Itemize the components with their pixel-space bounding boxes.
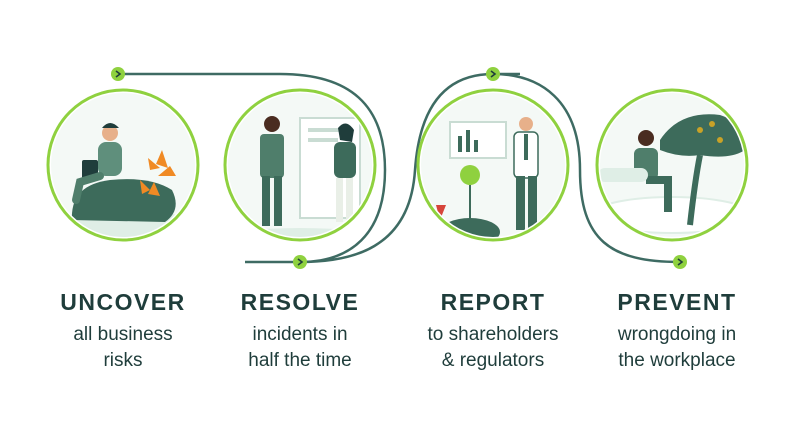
step-line-1: wrongdoing in	[617, 324, 737, 345]
connector-path	[118, 72, 681, 264]
step-description-prevent: wrongdoing in the workplace	[582, 322, 772, 374]
step-line-2: the workplace	[618, 350, 736, 371]
illustration-resolve	[223, 88, 377, 242]
step-line-1: to shareholders	[427, 324, 559, 345]
step-description-uncover: all business risks	[28, 322, 218, 374]
step-line-2: risks	[103, 350, 143, 371]
step-line-1: all business	[73, 324, 173, 345]
illustration-uncover	[46, 88, 200, 242]
step-line-2: & regulators	[441, 350, 545, 371]
illustration-prevent	[595, 88, 749, 242]
step-title-uncover: UNCOVER	[60, 289, 186, 315]
chevron-right-icon	[673, 255, 687, 269]
chevron-right-icon	[293, 255, 307, 269]
step-description-resolve: incidents in half the time	[205, 322, 395, 374]
illustration-report	[416, 88, 570, 242]
chevron-right-icon	[486, 67, 500, 81]
step-title-report: REPORT	[440, 289, 546, 315]
step-line-1: incidents in	[252, 324, 348, 345]
step-description-report: to shareholders & regulators	[398, 322, 588, 374]
chevron-right-icon	[111, 67, 125, 81]
step-line-2: half the time	[248, 350, 352, 371]
step-title-resolve: RESOLVE	[240, 289, 360, 315]
step-title-prevent: PREVENT	[617, 289, 737, 315]
